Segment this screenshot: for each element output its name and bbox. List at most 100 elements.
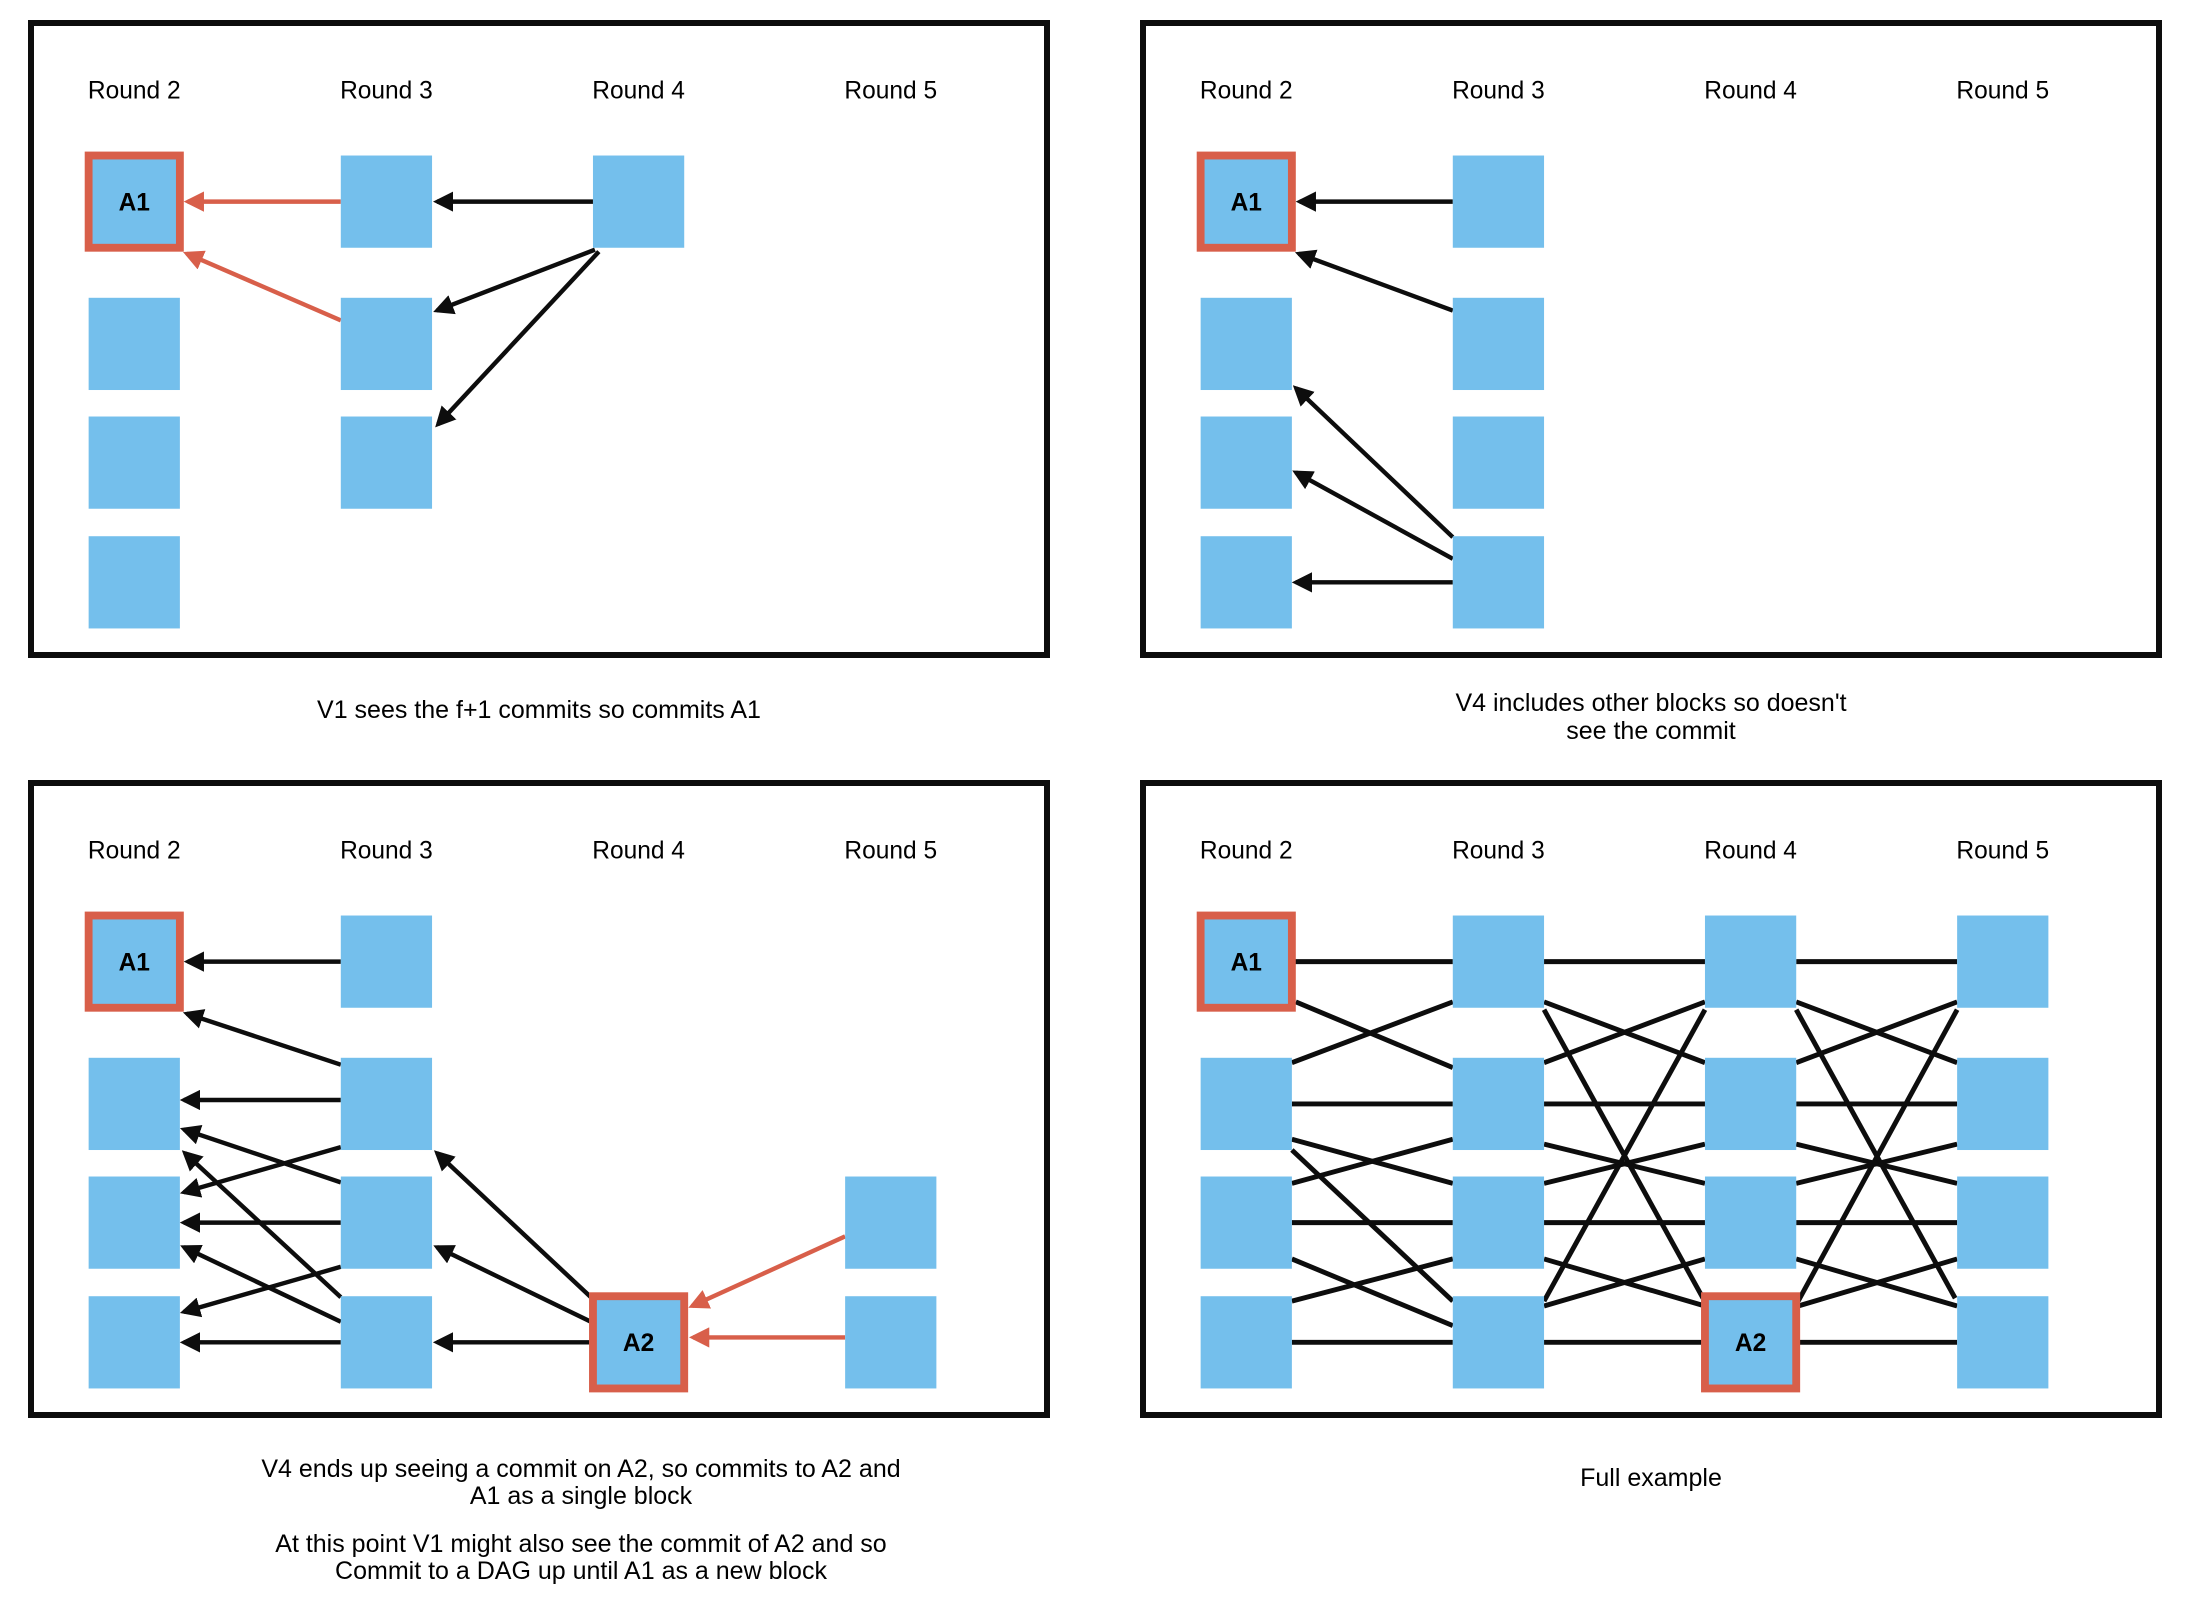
caption-line: see the commit	[1566, 717, 1736, 745]
dag-block	[340, 155, 433, 248]
dag-edge-line	[1543, 1141, 1706, 1186]
block-label: A2	[1735, 1330, 1766, 1357]
round-label: Round 5	[1956, 838, 2049, 865]
dag-block	[1200, 297, 1292, 391]
caption-line: Full example	[1580, 1464, 1722, 1492]
dag-block	[1200, 1057, 1292, 1151]
dag-edge-arrow	[433, 1150, 595, 1301]
round-label: Round 5	[1956, 78, 2049, 105]
dag-block	[1452, 915, 1545, 1008]
dag-block	[1200, 536, 1292, 629]
dag-block	[1704, 1176, 1797, 1269]
dag-edge-arrow	[181, 1150, 343, 1299]
dag-edge-line	[1541, 1008, 1706, 1300]
dag-edge-arrow	[435, 250, 601, 428]
caption-v1-commits-a1: V1 sees the f+1 commits so commits A1	[28, 696, 1050, 724]
dag-edge-arrow	[179, 1124, 342, 1185]
round-label: Round 3	[1452, 78, 1545, 105]
dag-edge-arrow	[1292, 385, 1455, 539]
caption-line: V1 sees the f+1 commits so commits A1	[317, 696, 761, 724]
dag-block-a1	[84, 151, 184, 252]
dag-block	[88, 297, 180, 391]
dag-block	[1452, 297, 1545, 391]
round-label: Round 5	[844, 838, 937, 865]
round-label: Round 4	[592, 838, 685, 865]
round-label: Round 2	[88, 78, 181, 105]
round-label: Round 2	[1200, 838, 1293, 865]
block-label: A1	[1231, 189, 1262, 216]
dag-block	[88, 1176, 180, 1269]
round-label: Round 5	[844, 78, 937, 105]
dag-block	[340, 1057, 433, 1151]
caption-paragraph: V4 ends up seeing a commit on A2, so com…	[70, 1456, 1092, 1510]
dag-edge-line	[1543, 999, 1706, 1065]
dag-block	[1452, 1057, 1545, 1151]
dag-block	[340, 1176, 433, 1269]
caption-line: A1 as a single block	[469, 1482, 693, 1510]
dag-block	[88, 1296, 180, 1389]
dag-edge-line	[1794, 1008, 1958, 1300]
dag-edge-arrow	[179, 1144, 342, 1198]
dag-block	[1704, 915, 1797, 1008]
dag-edge-arrow	[433, 247, 596, 315]
dag-block	[1452, 1176, 1545, 1269]
caption-v4-commits-a2: V4 ends up seeing a commit on A2, so com…	[70, 1456, 1092, 1585]
round-label: Round 3	[340, 838, 433, 865]
dag-block	[592, 155, 685, 248]
dag-block	[1452, 536, 1545, 629]
caption-line: Commit to a DAG up until A1 as a new blo…	[335, 1557, 827, 1585]
dag-block	[1704, 1057, 1797, 1151]
round-label: Round 4	[592, 78, 685, 105]
dag-block	[340, 297, 433, 391]
caption-full-example: Full example	[1140, 1464, 2162, 1492]
caption-line: At this point V1 might also see the comm…	[275, 1530, 887, 1558]
dag-block	[1200, 416, 1292, 509]
dag-edge-arrow	[1292, 470, 1454, 561]
dag-edge-line	[1795, 1141, 1958, 1186]
dag-block	[1452, 416, 1545, 509]
block-label: A1	[1231, 949, 1262, 976]
dag-edge-arrow	[433, 1245, 594, 1325]
dag-block	[1452, 155, 1545, 248]
dag-block	[340, 1296, 433, 1389]
dag-block-a1	[84, 911, 184, 1012]
round-label: Round 2	[88, 838, 181, 865]
dag-block	[845, 1296, 937, 1389]
dag-edge-line	[1291, 1256, 1454, 1304]
block-label: A1	[119, 949, 150, 976]
dag-block	[340, 915, 433, 1008]
dag-block	[1200, 1296, 1292, 1389]
dag-edge-arrow	[688, 1234, 847, 1309]
dag-edge-arrow	[183, 250, 342, 323]
caption-v4-no-commit: V4 includes other blocks so doesn't see …	[1140, 689, 2162, 745]
dag-block	[1957, 1296, 2049, 1389]
dag-edge-line	[1291, 1136, 1454, 1186]
round-label: Round 4	[1704, 78, 1797, 105]
dag-edge-arrow	[1294, 249, 1454, 313]
dag-edge-arrow	[180, 1244, 342, 1324]
dag-block-a1	[1196, 911, 1296, 1012]
dag-edge-line	[1291, 999, 1454, 1065]
dag-edge-line	[1543, 1256, 1706, 1309]
caption-line: V4 ends up seeing a commit on A2, so com…	[261, 1455, 901, 1483]
dag-block	[88, 536, 180, 629]
dag-block-a1	[1196, 151, 1296, 252]
dag-block	[1452, 1296, 1545, 1389]
dag-edge-line	[1294, 999, 1454, 1070]
dag-block-a2	[1701, 1292, 1801, 1393]
round-label: Round 4	[1704, 838, 1797, 865]
dag-block	[1957, 915, 2049, 1008]
dag-edge-line	[1795, 999, 1958, 1065]
dag-block	[1957, 1057, 2049, 1151]
round-label: Round 3	[340, 78, 433, 105]
dag-block	[340, 416, 433, 509]
dag-edge-line	[1795, 1256, 1958, 1309]
